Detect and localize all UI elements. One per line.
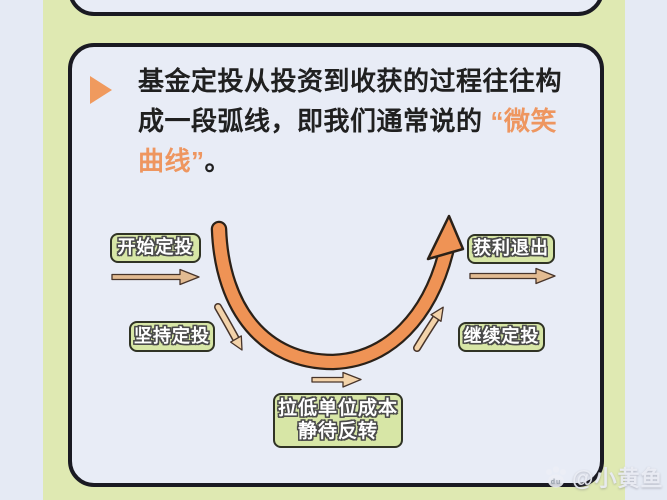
node-keep-investing: 坚持定投: [129, 321, 215, 352]
node-exit-label: 获利退出: [473, 238, 549, 259]
intro-line3-black: 。: [204, 146, 232, 176]
node-start-investing: 开始定投: [110, 233, 201, 263]
arrow-up-right-icon: [413, 306, 444, 352]
intro-line2-black: 成一段弧线，即我们通常说的: [138, 106, 483, 136]
node-lower-unit-cost: 拉低单位成本 静待反转: [273, 393, 403, 448]
watermark-handle: @小黄鱼: [572, 466, 664, 491]
intro-line3-orange: 曲线”: [138, 146, 205, 176]
arrow-down-right-icon: [214, 303, 243, 351]
arrow-right-start-icon: [111, 268, 200, 286]
node-persist-label: 坚持定投: [134, 325, 210, 346]
intro-paragraph: 基金定投从投资到收获的过程往往构 成一段弧线，即我们通常说的“微笑 曲线”。: [138, 61, 583, 181]
paw-icon: du: [546, 466, 566, 488]
node-take-profit-exit: 获利退出: [467, 234, 555, 264]
node-bottom-label-line1: 拉低单位成本: [277, 397, 398, 419]
node-bottom-label-line2: 静待反转: [297, 420, 378, 442]
intro-line1: 基金定投从投资到收获的过程往往构: [138, 66, 563, 96]
curve-arrowhead-up-icon: [426, 214, 465, 261]
arrow-right-bottom-icon: [311, 371, 362, 388]
node-start-label: 开始定投: [117, 237, 194, 258]
paw-logo-text: du: [551, 479, 562, 486]
intro-line2-orange: “微笑: [490, 106, 558, 136]
smile-curve: [210, 220, 455, 371]
watermark: du @小黄鱼: [543, 461, 663, 493]
arrow-right-exit-icon: [469, 267, 556, 285]
node-continue-label: 继续定投: [463, 326, 540, 347]
node-continue-investing: 继续定投: [458, 322, 545, 352]
